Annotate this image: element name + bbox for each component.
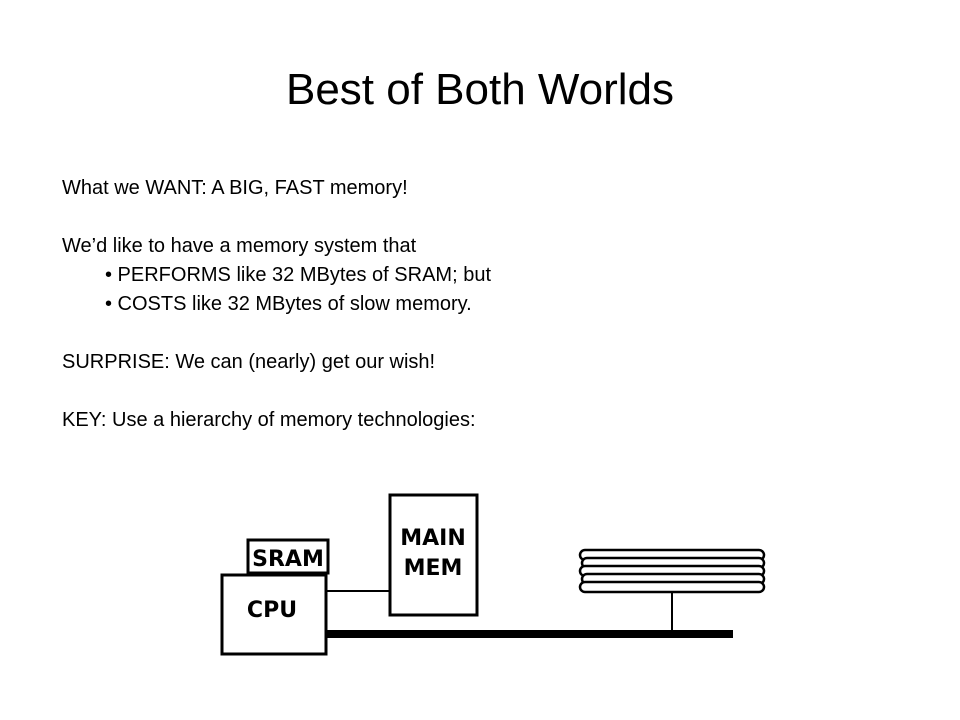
disk-platters-icon bbox=[578, 548, 766, 597]
costs-bullet: • COSTS like 32 MBytes of slow memory. bbox=[105, 293, 472, 315]
key-line: KEY: Use a hierarchy of memory technolog… bbox=[62, 409, 476, 431]
system-bus bbox=[325, 630, 733, 638]
cpu-label: CPU bbox=[247, 598, 297, 623]
main-mem-label-line2: MEM bbox=[404, 556, 463, 581]
slide-body: What we WANT: A BIG, FAST memory! We’d l… bbox=[62, 174, 922, 435]
slide-title: Best of Both Worlds bbox=[285, 65, 675, 114]
sram-box bbox=[246, 538, 330, 575]
main-mem-label-line1: MAIN bbox=[400, 526, 466, 551]
performs-bullet: • PERFORMS like 32 MBytes of SRAM; but bbox=[105, 264, 491, 286]
memory-system-line: We’d like to have a memory system that bbox=[62, 235, 417, 257]
main-mem-box bbox=[388, 493, 479, 617]
sram-label: SRAM bbox=[252, 547, 324, 572]
cpu-box bbox=[220, 573, 328, 656]
want-line: What we WANT: A BIG, FAST memory! bbox=[62, 177, 408, 199]
surprise-line: SURPRISE: We can (nearly) get our wish! bbox=[62, 351, 436, 373]
